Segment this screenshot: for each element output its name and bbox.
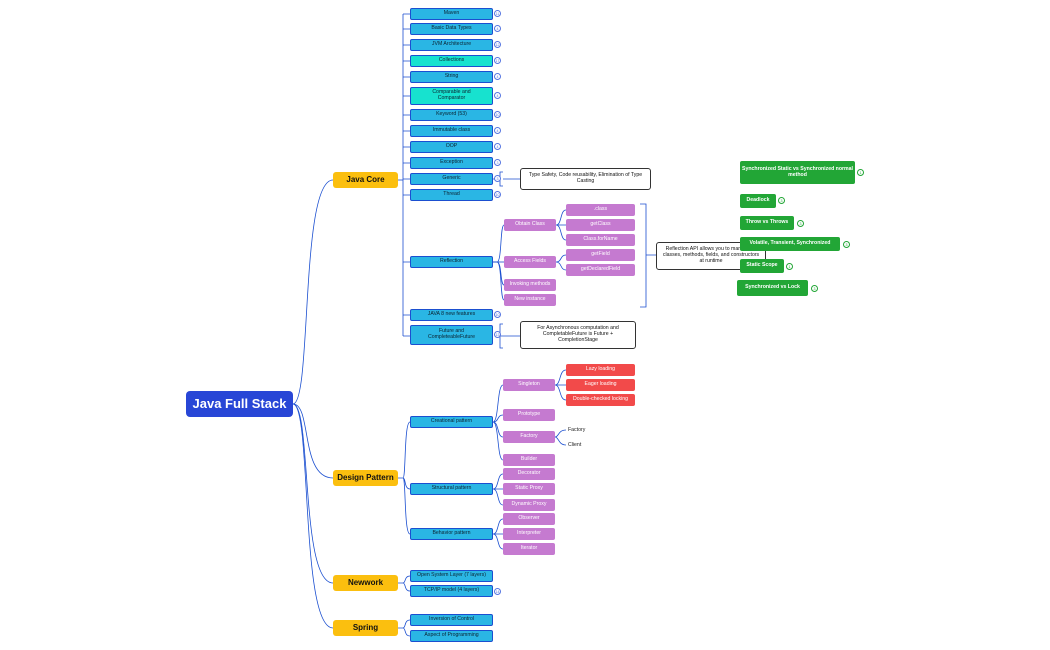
card-sync-static-count[interactable]: 1 [857,169,864,176]
generic-note: Type Safety, Code reusability, Eliminati… [520,168,651,190]
branch-design-pattern[interactable]: Design Pattern [333,470,398,486]
pattern-observer[interactable]: Observer [503,513,555,525]
pattern-builder[interactable]: Builder [503,454,555,466]
pattern-static-proxy[interactable]: Static Proxy [503,483,555,495]
topic-exception-count[interactable]: 3 [494,159,501,166]
singleton-lazy-loading[interactable]: Lazy loading [566,364,635,376]
reflection-class-forname[interactable]: Class.forName [566,234,635,246]
card-volatile[interactable]: Volatile, Transient, Synchronized [740,237,840,251]
topic-tcpip[interactable]: TCP/IP model (4 layers) [410,585,493,597]
topic-future-count[interactable]: 13 [494,331,501,338]
card-sync-static[interactable]: Synchronized Static vs Synchronized norm… [740,161,855,184]
topic-behavior[interactable]: Behavior pattern [410,528,493,540]
singleton-eager-loading[interactable]: Eager loading [566,379,635,391]
topic-maven-count[interactable]: 11 [494,10,501,17]
topic-tcpip-count[interactable]: 14 [494,588,501,595]
singleton-double-checked[interactable]: Double-checked locking [566,394,635,406]
pattern-singleton[interactable]: Singleton [503,379,555,391]
card-sync-vs-lock-count[interactable]: 3 [811,285,818,292]
topic-jvm-architecture[interactable]: JVM Architecture [410,39,493,51]
topic-generic-count[interactable]: 3 [494,175,501,182]
topic-immutable-class-count[interactable]: 4 [494,127,501,134]
reflection-getfield[interactable]: getField [566,249,635,261]
branch-spring[interactable]: Spring [333,620,398,636]
topic-string[interactable]: String [410,71,493,83]
topic-thread-count[interactable]: 10 [494,191,501,198]
topic-comparable-comparator-count[interactable]: 4 [494,92,501,99]
topic-structural[interactable]: Structural pattern [410,483,493,495]
reflection-getdeclaredfield[interactable]: getDeclaredField [566,264,635,276]
reflection-dot-class[interactable]: .class [566,204,635,216]
topic-keyword-count[interactable]: 10 [494,111,501,118]
topic-keyword[interactable]: Keyword (53) [410,109,493,121]
pattern-interpreter[interactable]: Interpreter [503,528,555,540]
topic-comparable-comparator[interactable]: Comparable and Comparator [410,87,493,105]
topic-ioc[interactable]: Inversion of Control [410,614,493,626]
card-deadlock-count[interactable]: 3 [778,197,785,204]
pattern-dynamic-proxy[interactable]: Dynamic Proxy [503,499,555,511]
topic-thread[interactable]: Thread [410,189,493,201]
card-static-scope-count[interactable]: 1 [786,263,793,270]
topic-string-count[interactable]: 4 [494,73,501,80]
pattern-decorator[interactable]: Decorator [503,468,555,480]
topic-jvm-architecture-count[interactable]: 12 [494,41,501,48]
topic-basic-data-types-count[interactable]: 4 [494,25,501,32]
topic-basic-data-types[interactable]: Basic Data Types [410,23,493,35]
card-static-scope[interactable]: Static Scope [740,259,784,273]
topic-oop-count[interactable]: 4 [494,143,501,150]
topic-reflection[interactable]: Reflection [410,256,493,268]
topic-future[interactable]: Future and CompleteableFuture [410,325,493,345]
branch-java-core[interactable]: Java Core [333,172,398,188]
topic-aop[interactable]: Aspect of Programming [410,630,493,642]
reflection-obtain-class[interactable]: Obtain Class [504,219,556,231]
reflection-new-instance[interactable]: New instance [504,294,556,306]
topic-generic[interactable]: Generic [410,173,493,185]
future-note: For Asynchronous computation and Complet… [520,321,636,349]
topic-oop[interactable]: OOP [410,141,493,153]
factory-factory-label: Factory [568,426,586,433]
pattern-prototype[interactable]: Prototype [503,409,555,421]
branch-network[interactable]: Newwork [333,575,398,591]
topic-java8-count[interactable]: 10 [494,311,501,318]
reflection-getclass[interactable]: getClass [566,219,635,231]
pattern-factory[interactable]: Factory [503,431,555,443]
topic-collections[interactable]: Collections [410,55,493,67]
card-volatile-count[interactable]: 3 [843,241,850,248]
card-throw-vs-throws-count[interactable]: 3 [797,220,804,227]
reflection-access-fields[interactable]: Access Fields [504,256,556,268]
reflection-invoking-methods[interactable]: Invoking methods [504,279,556,291]
pattern-iterator[interactable]: Iterator [503,543,555,555]
card-throw-vs-throws[interactable]: Throw vs Throws [740,216,794,230]
topic-creational[interactable]: Creational pattern [410,416,493,428]
topic-immutable-class[interactable]: Immutable class [410,125,493,137]
card-deadlock[interactable]: Deadlock [740,194,776,208]
topic-exception[interactable]: Exception [410,157,493,169]
card-sync-vs-lock[interactable]: Synchronized vs Lock [737,280,808,296]
topic-java8[interactable]: JAVA 8 new features [410,309,493,321]
topic-maven[interactable]: Maven [410,8,493,20]
root-node[interactable]: Java Full Stack [186,391,293,417]
topic-collections-count[interactable]: 17 [494,57,501,64]
topic-osi[interactable]: Open System Layer (7 layers) [410,570,493,582]
factory-client-label: Client [568,441,582,448]
